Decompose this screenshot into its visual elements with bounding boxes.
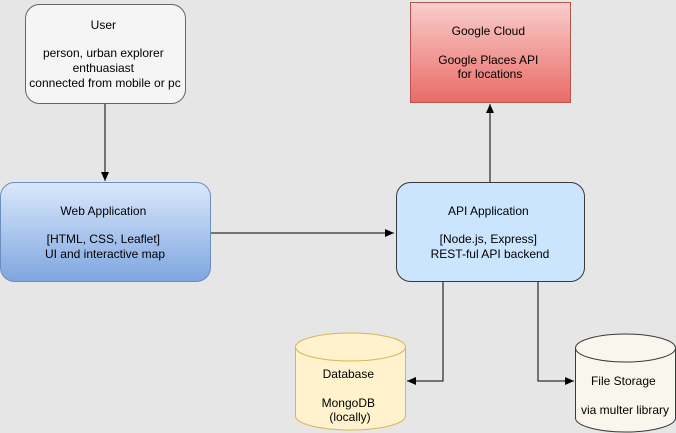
edge-api-app-to-database [407, 282, 444, 385]
node-google-cloud: Google Cloud Google Places API for locat… [410, 2, 571, 103]
node-database-cylinder [295, 332, 406, 431]
node-google-cloud-box [410, 2, 571, 103]
node-file-storage-label: File Storage via multer library [581, 374, 669, 417]
node-web-app-box [0, 182, 211, 282]
node-api-app: API Application [Node.js, Express] REST-… [396, 182, 585, 282]
node-user: User person, urban explorer enthuasiast … [25, 4, 186, 104]
node-file-storage: File Storage via multer library [575, 333, 676, 433]
node-database-cylinder-rim [295, 346, 406, 362]
node-api-app-label: API Application [Node.js, Express] REST-… [431, 204, 550, 261]
node-user-label: User person, urban explorer enthuasiast … [29, 18, 180, 90]
edge-api-app-to-file-storage [537, 282, 574, 385]
node-api-app-box [396, 182, 585, 282]
node-database: Database MongoDB (locally) [295, 332, 406, 431]
node-web-app-label: Web Application [HTML, CSS, Leaflet] UI … [45, 204, 165, 261]
node-user-box [25, 4, 186, 104]
edges [101, 104, 574, 385]
node-google-cloud-label: Google Cloud Google Places API for locat… [438, 24, 541, 81]
node-database-label: Database MongoDB (locally) [322, 367, 379, 424]
node-file-storage-cylinder-rim [575, 347, 676, 363]
node-web-app: Web Application [HTML, CSS, Leaflet] UI … [0, 182, 211, 282]
